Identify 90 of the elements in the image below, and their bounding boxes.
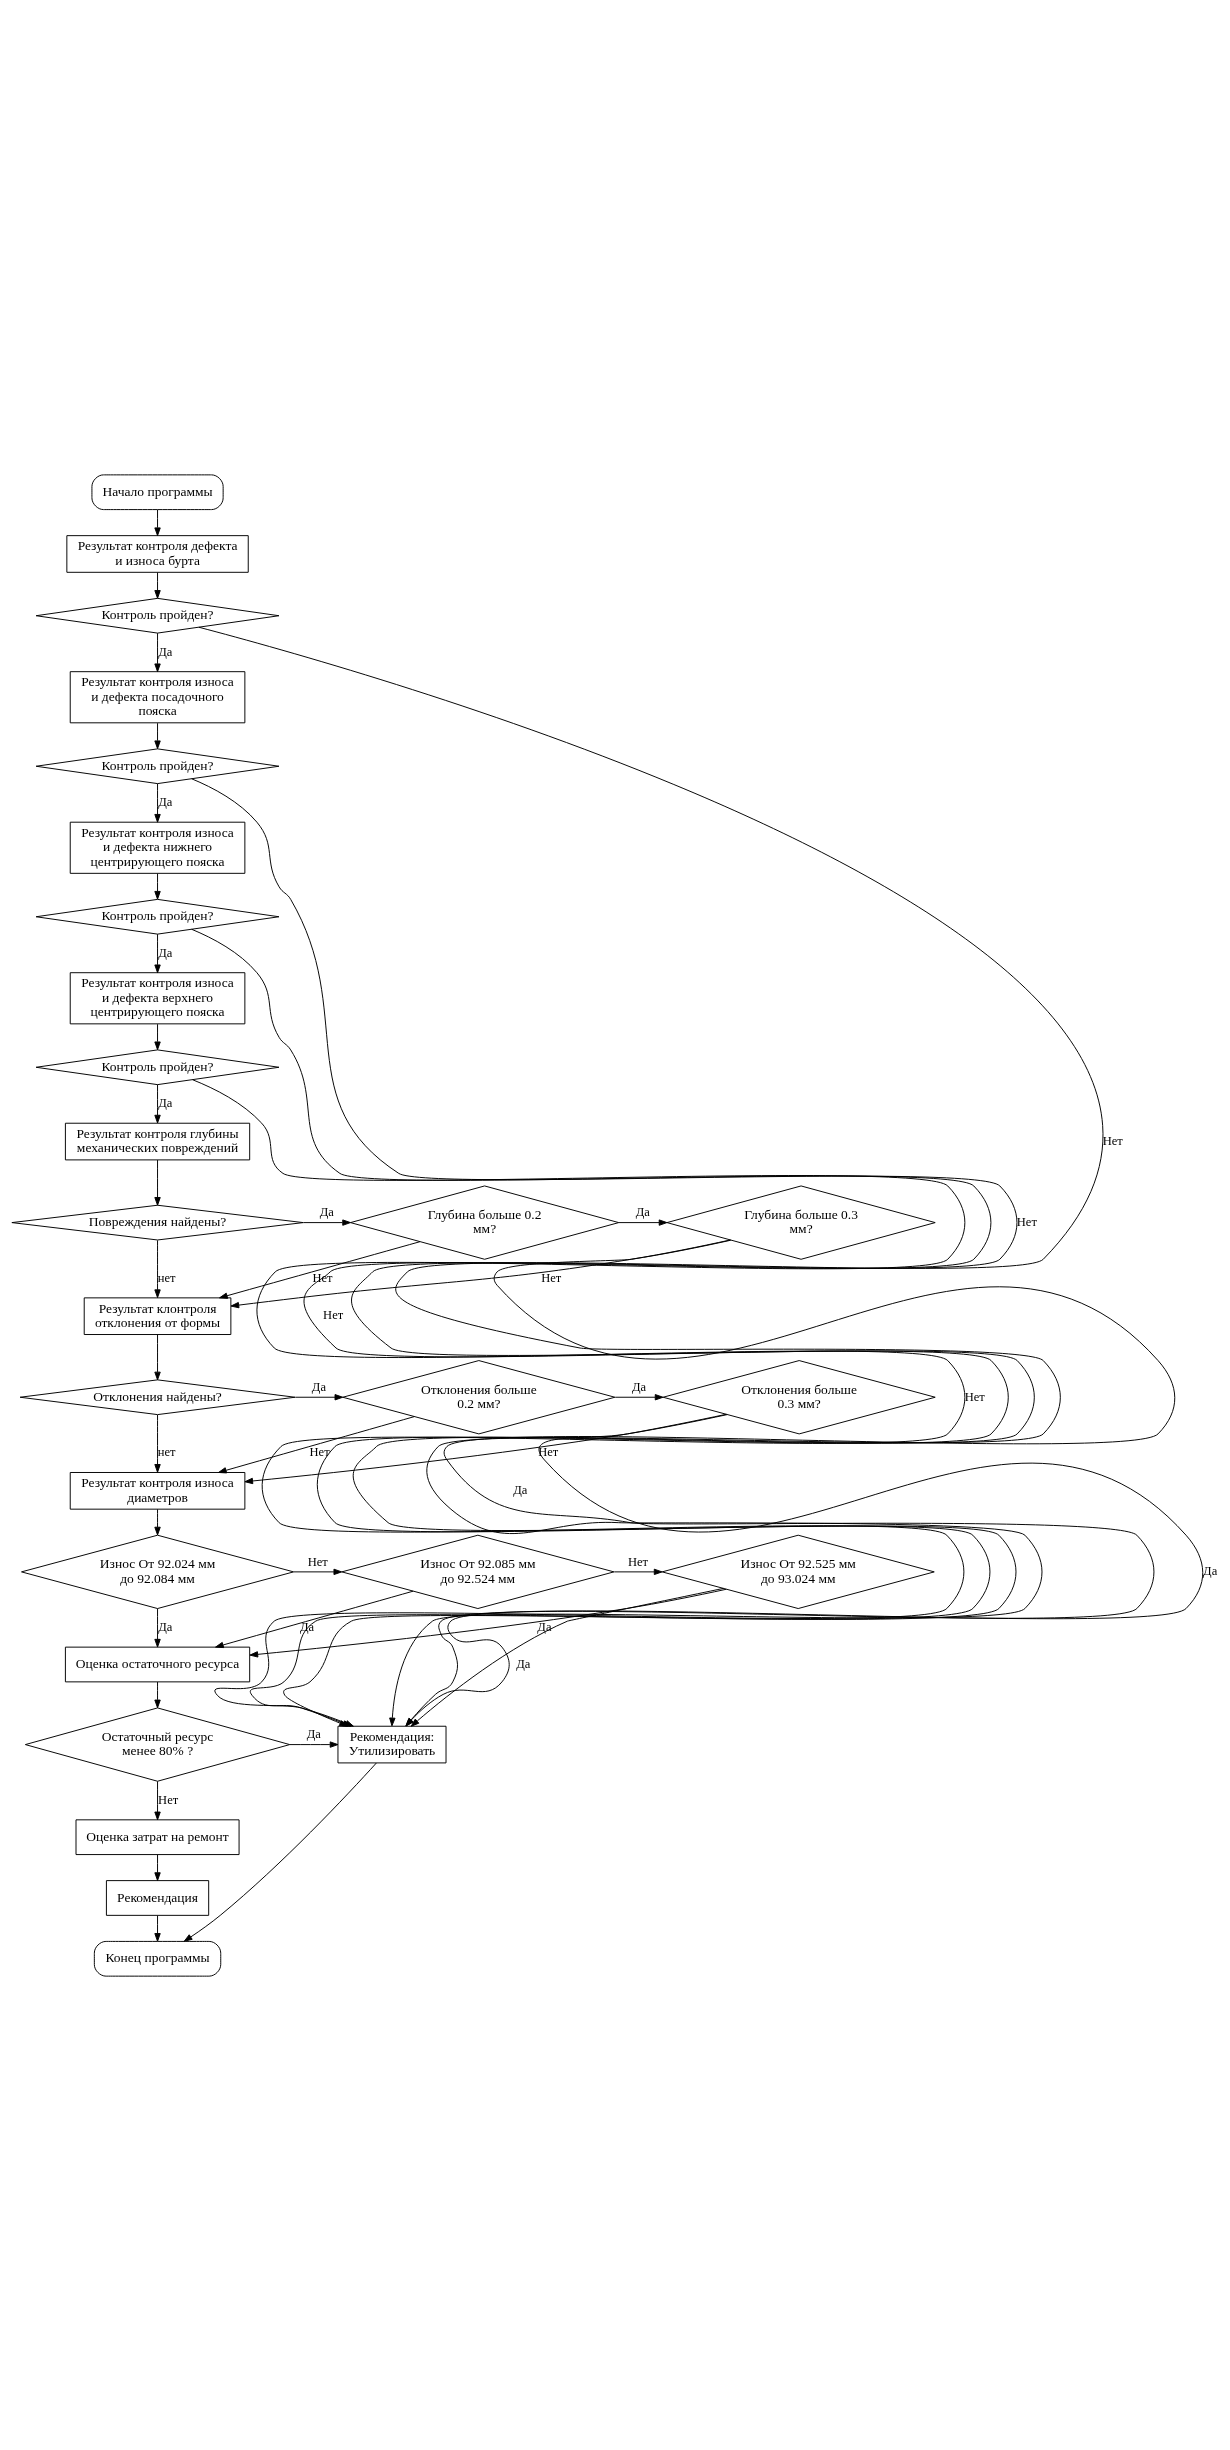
node-box: Результат контроля глубины механических повреждений bbox=[64, 1122, 251, 1160]
node-box: Результат контроля износа и дефекта верхнего центрирующего пояска bbox=[69, 971, 246, 1024]
edge-label: Да bbox=[311, 1379, 326, 1394]
node-diamond: Отклонения найдены? bbox=[19, 1378, 296, 1415]
arrow bbox=[154, 782, 161, 823]
edge-label: нет bbox=[157, 1444, 176, 1459]
arrow bbox=[154, 1607, 161, 1648]
node-box: Оценка затрат на ремонт bbox=[75, 1818, 240, 1855]
arrow bbox=[249, 1588, 727, 1658]
arrow bbox=[218, 1415, 415, 1473]
arrow bbox=[154, 1414, 161, 1473]
arrow bbox=[183, 1762, 377, 1942]
node-box: Рекомендация: Утилизировать bbox=[337, 1725, 447, 1763]
arrow bbox=[289, 1740, 339, 1748]
edge-label: Нет bbox=[627, 1554, 649, 1569]
arrow bbox=[154, 1239, 161, 1298]
node-diamond: Контроль пройден? bbox=[35, 597, 280, 634]
arrow bbox=[154, 1023, 161, 1050]
arrow bbox=[230, 1239, 731, 1308]
arrow bbox=[154, 1681, 161, 1708]
edge-label: Нет bbox=[1016, 1214, 1037, 1229]
arrow bbox=[244, 1413, 728, 1484]
node-diamond: Износ От 92.525 мм до 93.024 мм bbox=[661, 1534, 935, 1609]
edge-label: Нет bbox=[541, 1270, 562, 1285]
arrow bbox=[154, 1853, 161, 1881]
edge-label: нет bbox=[157, 1270, 176, 1285]
edge-label: Нет bbox=[309, 1444, 330, 1459]
edge-label: Нет bbox=[158, 1792, 179, 1807]
edge-label: Да bbox=[158, 1095, 173, 1110]
edge-label: Нет bbox=[1102, 1133, 1123, 1148]
arrow bbox=[215, 1590, 414, 1648]
arrow bbox=[154, 1914, 161, 1942]
arrow bbox=[293, 1568, 343, 1575]
node-diamond: Контроль пройден? bbox=[35, 747, 280, 784]
arrow bbox=[405, 1239, 1176, 1726]
node-diamond: Контроль пройден? bbox=[35, 1048, 280, 1085]
node-diamond: Износ От 92.085 мм до 92.524 мм bbox=[341, 1534, 615, 1609]
edge-label: Да bbox=[1203, 1563, 1218, 1578]
edge-label: Да bbox=[306, 1726, 321, 1741]
node-box: Результат клонтроля отклонения от формы bbox=[83, 1296, 232, 1335]
arrow bbox=[154, 1333, 161, 1380]
node-diamond: Остаточный ресурс менее 80% ? bbox=[24, 1706, 291, 1782]
arrow bbox=[154, 508, 161, 536]
arrow bbox=[618, 1218, 668, 1226]
edge-label: Да bbox=[158, 794, 173, 809]
edge-label: Да bbox=[635, 1204, 650, 1219]
edge-label: Да bbox=[513, 1482, 528, 1497]
arrow bbox=[154, 1083, 161, 1123]
node-box: Конец программы bbox=[93, 1940, 222, 1977]
arrow bbox=[154, 722, 161, 749]
node-diamond: Глубина больше 0.3 мм? bbox=[666, 1184, 936, 1260]
arrow bbox=[410, 1587, 724, 1727]
node-box: Рекомендация bbox=[105, 1879, 210, 1916]
edge-label: Нет bbox=[307, 1554, 328, 1569]
arrow bbox=[154, 872, 161, 900]
node-box: Результат контроля износа и дефекта нижнего центрирующего пояска bbox=[69, 821, 246, 874]
edge-label: Нет bbox=[323, 1307, 344, 1322]
arrow bbox=[154, 632, 161, 672]
arrow bbox=[302, 1218, 351, 1226]
edge-label: Да bbox=[319, 1204, 334, 1219]
node-box: Оценка остаточного ресурса bbox=[64, 1646, 251, 1682]
edge-label: Да bbox=[516, 1656, 531, 1671]
node-diamond: Отклонения больше 0.3 мм? bbox=[662, 1359, 936, 1434]
arrow bbox=[614, 1393, 664, 1400]
arrow bbox=[154, 1780, 161, 1820]
arrow bbox=[154, 933, 161, 973]
node-diamond: Отклонения больше 0.2 мм? bbox=[342, 1359, 616, 1434]
node-diamond: Износ От 92.024 мм до 92.084 мм bbox=[21, 1534, 295, 1609]
edge-label: Нет bbox=[538, 1444, 559, 1459]
node-box: Результат контроля износа и дефекта посадочного пояска bbox=[69, 670, 246, 723]
edge-label: Да bbox=[537, 1619, 552, 1634]
node-box: Результат контроля износа диаметров bbox=[69, 1471, 246, 1510]
arrow bbox=[613, 1568, 663, 1575]
arrow bbox=[154, 571, 161, 599]
edge-label: Да bbox=[158, 1619, 173, 1634]
node-box: Результат контроля дефекта и износа бурта bbox=[66, 534, 249, 573]
edge-label: Нет bbox=[964, 1389, 985, 1404]
node-diamond: Контроль пройден? bbox=[35, 898, 280, 935]
edge-label: Да bbox=[158, 644, 173, 659]
edge-label: Да bbox=[631, 1379, 647, 1394]
arrow bbox=[405, 1413, 1204, 1726]
node-box: Начало программы bbox=[91, 473, 224, 510]
arrow bbox=[219, 1240, 421, 1299]
arrow bbox=[294, 1393, 344, 1400]
node-diamond: Глубина больше 0.2 мм? bbox=[350, 1184, 620, 1260]
edge-label: Да bbox=[158, 945, 173, 960]
arrow bbox=[154, 1159, 161, 1206]
arrow bbox=[154, 1508, 161, 1535]
edge-label: Да bbox=[300, 1619, 315, 1634]
node-diamond: Повреждения найдены? bbox=[11, 1204, 304, 1240]
